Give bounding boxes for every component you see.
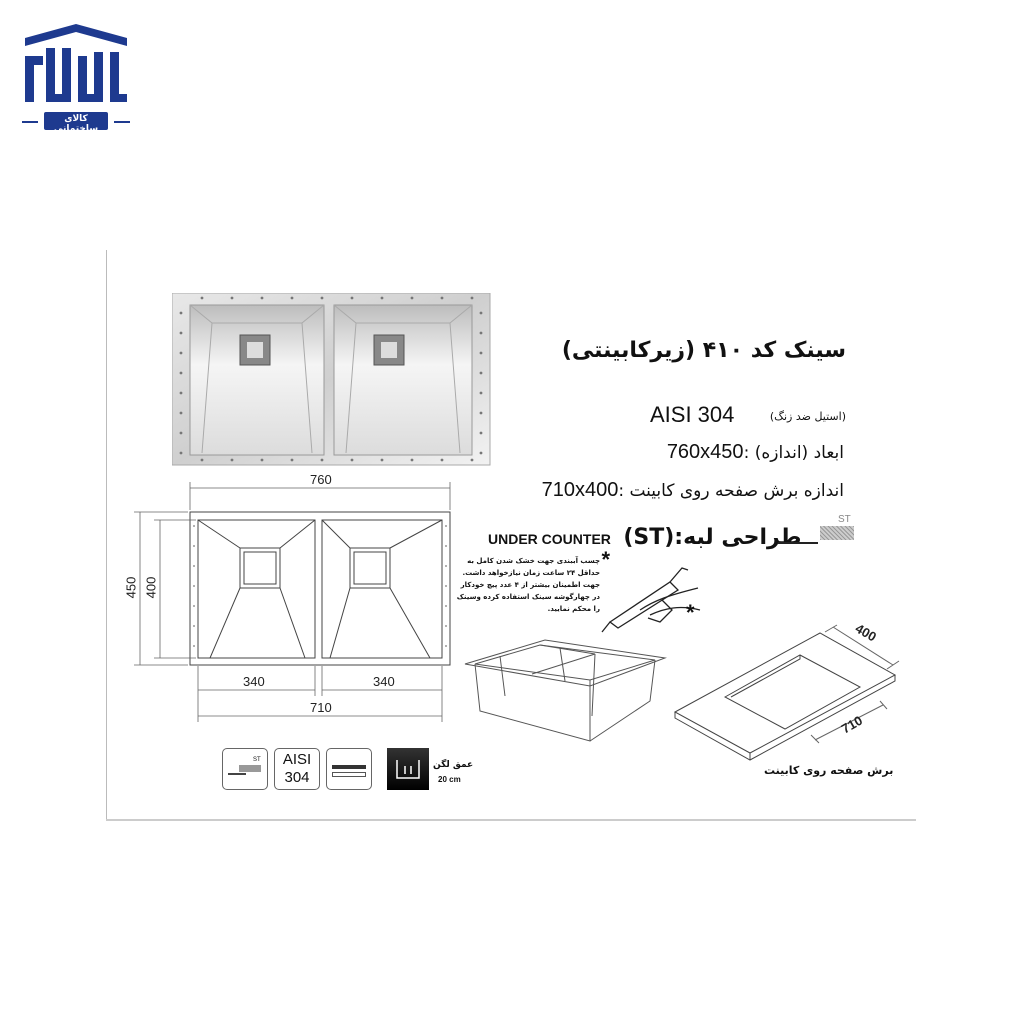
install-note-line: چسب آببندی جهت خشک شدن کامل به <box>467 557 600 565</box>
install-note-line: در چهارگوشه سینک استفاده کرده وسینک <box>456 593 600 601</box>
logo-mark-icon <box>22 24 130 130</box>
material-label: (استیل ضد زنگ) <box>769 410 846 423</box>
bowl-depth-icon <box>387 748 429 790</box>
install-note-line: جهت اطمینان بیشتر از ۴ عدد پیچ خودکار <box>460 581 600 589</box>
countertop-caption: برش صفحه روی کابینت <box>764 764 894 777</box>
dim-inner-depth: 400 <box>143 576 159 599</box>
cutout-value: 710x400 <box>541 479 619 501</box>
dim-inner-width: 710 <box>310 700 332 715</box>
edge-type: UNDER COUNTER <box>488 531 611 547</box>
brand-logo: کالای ساختمانی <box>22 22 130 134</box>
install-note: * چسب آببندی جهت خشک شدن کامل به حداقل ۲… <box>440 547 610 615</box>
isometric-sink-illustration <box>460 636 675 751</box>
st-edge-icon: ST <box>778 514 856 546</box>
install-note-line: را محکم نمایید. <box>547 605 600 613</box>
install-note-line: حداقل ۲۴ ساعت زمان نیازخواهد داشت. <box>462 569 600 577</box>
thickness-badge <box>326 748 372 790</box>
cutout-label: : اندازه برش صفحه روی کابینت <box>618 481 844 501</box>
bowl-depth-value: 20 cm <box>438 775 461 784</box>
edge-design-label: (ST):طراحی لبه <box>623 525 802 550</box>
logo-text: کالای ساختمانی <box>53 114 99 134</box>
aisi-badge-line2: 304 <box>284 769 310 786</box>
sink-photo <box>171 292 492 473</box>
dim-bowl-right: 340 <box>373 674 395 689</box>
asterisk-icon: * <box>601 547 610 572</box>
st-edge-label: ST <box>838 514 851 525</box>
sink-dimension-drawing: 760 450 400 340 340 710 <box>123 472 460 731</box>
frame-bottom-border <box>106 819 916 821</box>
dim-bowl-left: 340 <box>243 674 265 689</box>
material-value: AISI 304 <box>650 402 735 427</box>
asterisk-icon: * <box>686 600 695 625</box>
dim-overall-depth: 450 <box>123 576 139 599</box>
st-edge-badge: ST <box>222 748 268 790</box>
aisi-badge: AISI 304 <box>274 748 320 790</box>
frame-left-border <box>106 250 107 820</box>
aisi-badge-line1: AISI <box>282 751 312 768</box>
dimensions-spec: 760x450: ابعاد (اندازه) <box>667 441 844 464</box>
bowl-depth-label: عمق لگن <box>433 760 474 770</box>
st-badge-label: ST <box>253 757 261 763</box>
dimensions-value: 760x450 <box>666 441 744 463</box>
edge-design-heading: UNDER COUNTER (ST):طراحی لبه <box>488 525 801 550</box>
product-title: سینک کد ۴۱۰ (زیرکابینتی) <box>561 338 846 363</box>
countertop-cutout-illustration: 400 710 <box>665 615 905 770</box>
dim-overall-width: 760 <box>310 472 332 487</box>
cutout-spec: 710x400: اندازه برش صفحه روی کابینت <box>542 479 844 502</box>
dimensions-label: : ابعاد (اندازه) <box>743 443 844 463</box>
sealant-gun-illustration: * <box>600 560 710 640</box>
